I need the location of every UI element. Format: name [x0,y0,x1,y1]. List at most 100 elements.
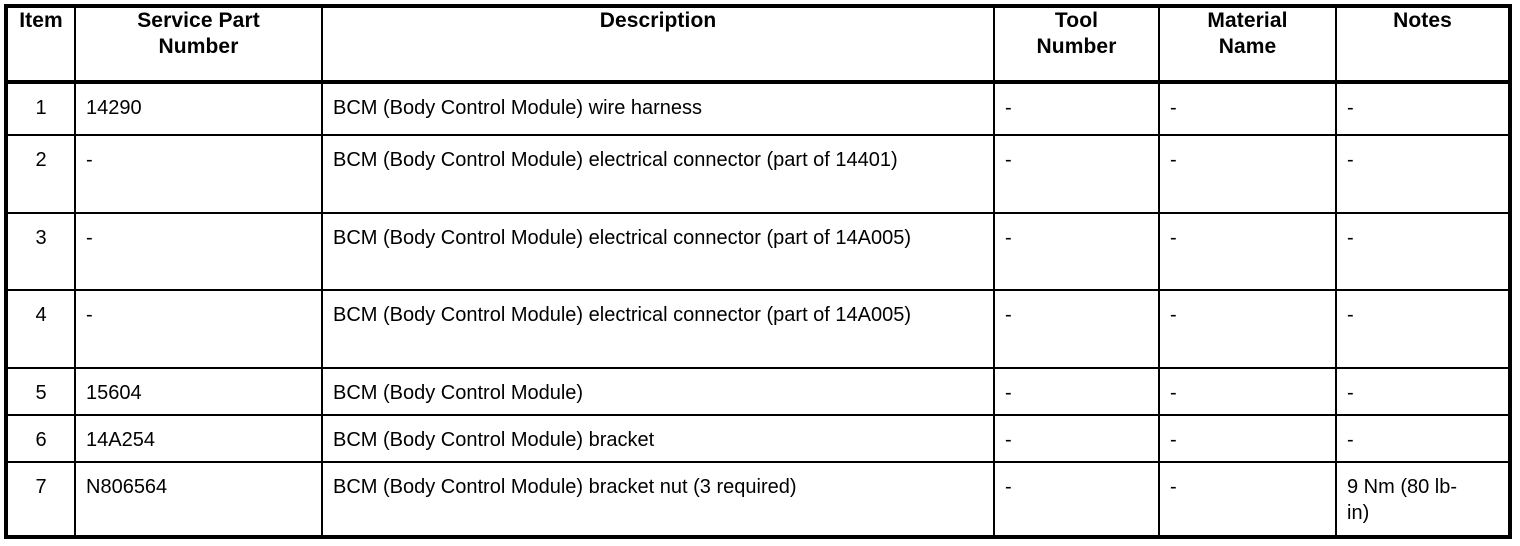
cell-description-value: BCM (Body Control Module) [333,382,584,404]
cell-material-name-value: - [1170,476,1177,498]
cell-tool-number: - [994,135,1160,214]
cell-notes: - [1336,415,1510,463]
cell-material-name-value: - [1170,149,1177,171]
cell-material-name: - [1159,213,1337,291]
cell-item: 2 [6,135,76,214]
cell-service-part-number: - [75,135,323,214]
column-header-material-name-line2: Name [1218,35,1277,58]
column-header-description: Description [322,6,995,84]
cell-notes: - [1336,213,1510,291]
cell-description: BCM (Body Control Module) electrical con… [322,290,995,369]
cell-notes-value: - [1347,97,1354,119]
cell-item: 6 [6,415,76,463]
cell-service-part-number: N806564 [75,462,323,537]
cell-service-part-number: - [75,213,323,291]
cell-service-part-number-value: - [86,304,93,326]
cell-material-name: - [1159,462,1337,537]
cell-tool-number: - [994,415,1160,463]
cell-tool-number: - [994,462,1160,537]
cell-service-part-number-value: 14290 [86,97,142,119]
cell-description: BCM (Body Control Module) bracket nut (3… [322,462,995,537]
cell-notes: - [1336,290,1510,369]
cell-description-value: BCM (Body Control Module) electrical con… [333,304,912,326]
cell-notes-value: - [1347,227,1354,249]
table-row: 2 - BCM (Body Control Module) electrical… [6,135,1510,214]
cell-description-value: BCM (Body Control Module) electrical con… [333,149,898,171]
cell-tool-number-value: - [1005,149,1012,171]
table-body: 1 14290 BCM (Body Control Module) wire h… [6,82,1510,537]
cell-service-part-number-value: 14A254 [86,429,155,451]
table-row: 5 15604 BCM (Body Control Module) - - - [6,368,1510,416]
cell-description: BCM (Body Control Module) [322,368,995,416]
table-row: 3 - BCM (Body Control Module) electrical… [6,213,1510,291]
cell-service-part-number: 14290 [75,82,323,136]
cell-tool-number: - [994,82,1160,136]
cell-notes-value: 9 Nm (80 lb-in) [1347,476,1458,524]
cell-tool-number: - [994,213,1160,291]
table-row: 6 14A254 BCM (Body Control Module) brack… [6,415,1510,463]
cell-service-part-number-value: N806564 [86,476,168,498]
column-header-item-label: Item [19,9,63,32]
cell-tool-number-value: - [1005,429,1012,451]
column-header-item: Item [6,6,76,84]
cell-service-part-number-value: - [86,227,93,249]
column-header-notes: Notes [1336,6,1510,84]
cell-service-part-number: - [75,290,323,369]
cell-notes-value: - [1347,304,1354,326]
cell-service-part-number: 15604 [75,368,323,416]
cell-description-value: BCM (Body Control Module) wire harness [333,97,703,119]
cell-description-value: BCM (Body Control Module) bracket [333,429,655,451]
cell-material-name-value: - [1170,97,1177,119]
cell-tool-number: - [994,290,1160,369]
cell-tool-number-value: - [1005,476,1012,498]
cell-item-value: 3 [35,227,47,249]
column-header-service-part-number-line2: Number [158,35,239,58]
cell-item-value: 4 [35,304,47,326]
cell-material-name-value: - [1170,304,1177,326]
cell-description-value: BCM (Body Control Module) electrical con… [333,227,912,249]
table-row: 4 - BCM (Body Control Module) electrical… [6,290,1510,369]
cell-material-name: - [1159,368,1337,416]
table-row: 7 N806564 BCM (Body Control Module) brac… [6,462,1510,537]
cell-item: 3 [6,213,76,291]
column-header-description-label: Description [599,9,717,32]
cell-tool-number-value: - [1005,304,1012,326]
cell-notes: - [1336,82,1510,136]
cell-item: 1 [6,82,76,136]
cell-item-value: 1 [35,97,47,119]
table-row: 1 14290 BCM (Body Control Module) wire h… [6,82,1510,136]
cell-notes-value: - [1347,149,1354,171]
cell-description: BCM (Body Control Module) electrical con… [322,213,995,291]
cell-description: BCM (Body Control Module) electrical con… [322,135,995,214]
cell-notes: 9 Nm (80 lb-in) [1336,462,1510,537]
cell-material-name: - [1159,290,1337,369]
cell-tool-number-value: - [1005,227,1012,249]
cell-item-value: 2 [35,149,47,171]
cell-service-part-number: 14A254 [75,415,323,463]
cell-material-name-value: - [1170,227,1177,249]
cell-material-name-value: - [1170,429,1177,451]
cell-item-value: 5 [35,382,47,404]
column-header-material-name-line1: Material [1207,9,1288,32]
cell-tool-number-value: - [1005,382,1012,404]
cell-material-name: - [1159,415,1337,463]
cell-item-value: 7 [35,476,47,498]
column-header-service-part-number-line1: Service Part [137,9,260,32]
cell-material-name: - [1159,82,1337,136]
cell-item: 4 [6,290,76,369]
cell-material-name-value: - [1170,382,1177,404]
cell-item: 5 [6,368,76,416]
cell-notes-value: - [1347,382,1354,404]
cell-service-part-number-value: 15604 [86,382,142,404]
column-header-tool-number-line2: Number [1036,35,1117,58]
cell-notes: - [1336,368,1510,416]
cell-notes: - [1336,135,1510,214]
cell-notes-value: - [1347,429,1354,451]
